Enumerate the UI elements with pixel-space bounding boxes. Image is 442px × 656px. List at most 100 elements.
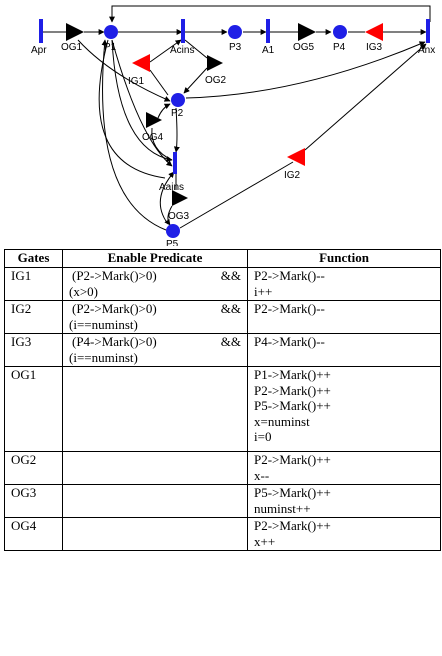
gate-name-cell: IG1: [4, 267, 63, 301]
predicate-operator: &&: [220, 334, 241, 349]
header-enable-predicate: Enable Predicate: [62, 249, 248, 268]
function-statement: x++: [254, 533, 276, 549]
arc-ig1-acins: [149, 39, 182, 63]
gate-name-cell: IG3: [4, 333, 63, 367]
function-cell: P5->Mark()++numinst++: [247, 484, 441, 518]
label-p2: P2: [171, 108, 184, 119]
arc-aains-og4: [151, 127, 173, 161]
output-gate-og4: [146, 112, 162, 128]
arcs: [42, 5, 431, 231]
arc-p5-loop: [101, 39, 167, 231]
label-og1: OG1: [61, 42, 83, 53]
input-gate-ig3: [365, 23, 383, 41]
gate-name-cell: OG3: [4, 484, 63, 518]
gates-table-body: IG1(P2->Mark()>0)&&(x>0)P2->Mark()--i++I…: [4, 267, 441, 551]
predicate-condition: (P2->Mark()>0): [72, 301, 157, 316]
gate-name-cell: IG2: [4, 300, 63, 334]
label-ig1: IG1: [128, 76, 145, 87]
output-gate-og1: [66, 23, 84, 41]
activity-acins: [181, 19, 185, 43]
enable-predicate-cell: (P4->Mark()>0) && (i==numinst): [62, 333, 248, 367]
predicate-condition: (P2->Mark()>0): [72, 268, 157, 283]
place-p3: [228, 25, 242, 39]
predicate-condition: (P4->Mark()>0): [72, 334, 157, 349]
function-statement: P4->Mark()--: [254, 334, 325, 349]
label-anx: Anx: [418, 45, 435, 56]
places: [104, 25, 347, 238]
label-p1: P1: [104, 42, 117, 53]
predicate-operator: &&: [220, 268, 241, 283]
arc-p1-og3: [98, 39, 166, 179]
enable-predicate-cell: (P2->Mark()>0) && (i==numinst): [62, 300, 248, 334]
place-p4: [333, 25, 347, 39]
label-ig3: IG3: [366, 42, 383, 53]
san-diagram: Apr OG1 P1 Acins P3 A1 OG5 P4 IG3 Anx IG…: [0, 0, 442, 246]
table-row: OG3 P5->Mark()++numinst++: [4, 484, 441, 518]
label-og3: OG3: [168, 211, 190, 222]
predicate-line: (P2->Mark()>0) &&: [69, 301, 241, 317]
diagram-labels: Apr OG1 P1 Acins P3 A1 OG5 P4 IG3 Anx IG…: [31, 42, 435, 246]
arc-og4-p2: [157, 103, 171, 119]
label-apr: Apr: [31, 45, 47, 56]
function-statement: P2->Mark()--: [254, 268, 325, 283]
function-cell: P2->Mark()++x--: [247, 451, 441, 485]
gate-name-cell: OG4: [4, 517, 63, 551]
function-statement: P2->Mark()++: [254, 518, 331, 533]
output-gates: [66, 23, 316, 206]
gate-name-cell: OG2: [4, 451, 63, 485]
label-p3: P3: [229, 42, 242, 53]
place-p2: [171, 93, 185, 107]
label-og5: OG5: [293, 42, 315, 53]
table-row: IG1 (P2->Mark()>0) && (x>0) P2->Mark()--i++: [4, 267, 441, 301]
function-cell: P2->Mark()--: [247, 300, 441, 334]
label-p5: P5: [166, 239, 179, 246]
table-header-row: Gates Enable Predicate Function: [4, 249, 441, 268]
label-aains: Aains: [159, 182, 184, 193]
header-gates: Gates: [4, 249, 63, 268]
function-statement: P5->Mark()++: [254, 398, 331, 413]
arc-p5-ig2: [179, 161, 294, 229]
output-gate-og2: [207, 55, 223, 71]
function-cell: P2->Mark()++x++: [247, 517, 441, 551]
arc-p2-ig1: [149, 69, 169, 96]
function-statement: i++: [254, 283, 273, 299]
table-row: OG2 P2->Mark()++x--: [4, 451, 441, 485]
label-ig2: IG2: [284, 170, 301, 181]
arc-acins-og2: [184, 39, 208, 59]
header-function: Function: [247, 249, 441, 268]
arc-p1-aains-b: [111, 39, 173, 167]
enable-predicate-cell: [62, 366, 248, 452]
table-row: IG3 (P4->Mark()>0) && (i==numinst) P4->Mark(…: [4, 333, 441, 367]
table-row: IG2 (P2->Mark()>0) && (i==numinst) P2->Mark(…: [4, 300, 441, 334]
table-row: OG4 P2->Mark()++x++: [4, 517, 441, 551]
predicate-line: (P2->Mark()>0) &&: [69, 268, 241, 284]
predicate-line: (P4->Mark()>0) &&: [69, 334, 241, 350]
gates-table: Gates Enable Predicate Function IG1 (P2->…: [4, 249, 441, 551]
arc-p2-aains: [173, 107, 180, 153]
predicate-operator: &&: [220, 301, 241, 316]
predicate-condition: (i==numinst): [69, 316, 138, 332]
arc-ig2-anx: [304, 43, 427, 151]
place-p1: [104, 25, 118, 39]
output-gate-og3: [172, 190, 188, 206]
arc-p1-aains-a: [111, 39, 173, 162]
enable-predicate-cell: [62, 484, 248, 518]
activity-anx: [426, 19, 430, 43]
label-p4: P4: [333, 42, 346, 53]
activity-apr: [39, 19, 43, 43]
function-statement: numinst++: [254, 500, 311, 516]
arc-anx-top-loop: [109, 5, 431, 23]
output-gate-og5: [298, 23, 316, 41]
input-gate-ig1: [132, 54, 150, 72]
input-gates: [132, 23, 383, 166]
enable-predicate-cell: (P2->Mark()>0) && (x>0): [62, 267, 248, 301]
arc-p5-aains: [159, 171, 175, 225]
function-statement: P2->Mark()--: [254, 301, 325, 316]
predicate-condition: (x>0): [69, 283, 98, 299]
label-acins: Acins: [170, 45, 194, 56]
predicate-condition: (i==numinst): [69, 349, 138, 365]
function-statement: P2->Mark()++: [254, 452, 331, 467]
label-og2: OG2: [205, 75, 227, 86]
function-statement: x--: [254, 467, 270, 483]
